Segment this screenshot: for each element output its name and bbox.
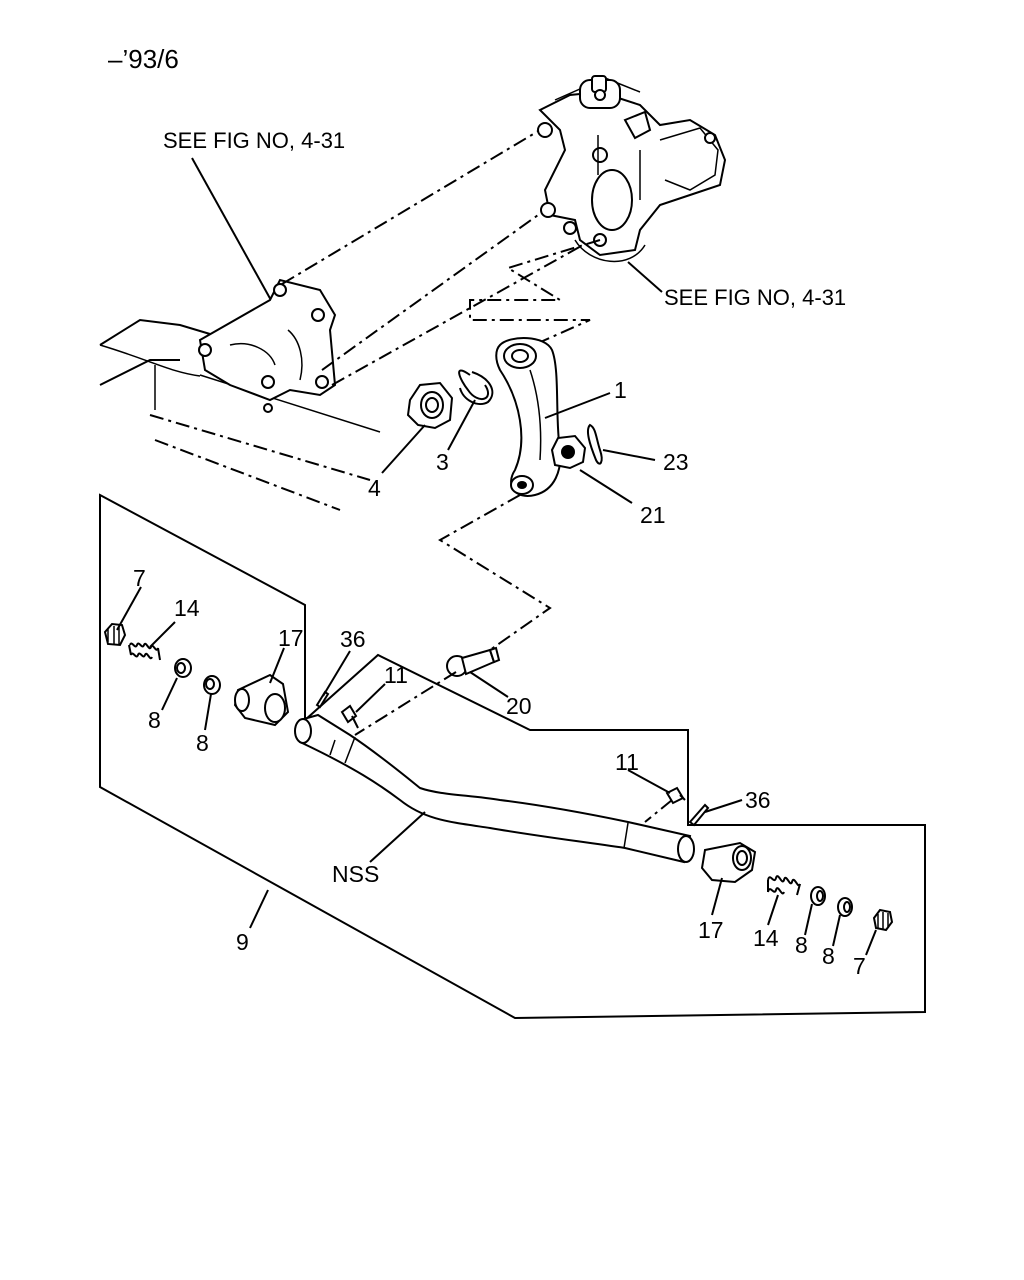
- left-cotter-36: [315, 690, 330, 709]
- right-socket-17: [700, 841, 757, 884]
- castle-nut: [550, 434, 587, 470]
- leader-7-right: [865, 929, 877, 956]
- left-socket-17: [233, 673, 290, 727]
- alignment-line-3: [331, 239, 593, 386]
- right-cotter-36: [688, 803, 710, 827]
- callout-20: 20: [506, 693, 532, 719]
- callout-11-left: 11: [384, 662, 408, 688]
- callout-21: 21: [640, 502, 666, 528]
- leader-8-right-b: [832, 914, 841, 947]
- left-clamp-bolt-11: [340, 704, 359, 729]
- leader-20: [469, 671, 509, 698]
- leader-8-left-a: [161, 677, 178, 711]
- leader-36-right: [704, 799, 743, 813]
- leader-8-right-a: [804, 903, 813, 936]
- right-bolt-alignment: [644, 799, 673, 823]
- leader-3: [447, 399, 476, 451]
- callout-14-right: 14: [753, 925, 779, 951]
- sector-shaft-alignment: [469, 239, 601, 361]
- leader-17-right: [711, 877, 723, 916]
- right-seat-8b: [837, 897, 853, 917]
- gear-bracket: [198, 278, 337, 413]
- callout-17-left: 17: [278, 625, 304, 651]
- callout-nss: NSS: [332, 861, 379, 887]
- left-plug-7: [103, 622, 127, 647]
- pitman-to-pin-alignment: [438, 494, 552, 651]
- pitman-arm: [495, 337, 562, 497]
- callout-23: 23: [663, 449, 689, 475]
- assembly-outline: [99, 493, 926, 1020]
- left-seat-8a: [174, 658, 192, 678]
- left-spring-14: [128, 642, 161, 661]
- see-fig-reference-upper: SEE FIG NO, 4-31: [163, 128, 345, 153]
- leader-36-left: [322, 650, 351, 697]
- callout-36-left: 36: [340, 626, 366, 652]
- callout-8-left-a: 8: [148, 707, 161, 733]
- leader-17-left: [269, 647, 285, 684]
- callout-9: 9: [236, 929, 249, 955]
- callout-3: 3: [436, 449, 449, 475]
- steering-gearbox: [537, 75, 727, 262]
- callout-8-left-b: 8: [196, 730, 209, 756]
- callout-1: 1: [614, 377, 627, 403]
- ball-pin-20: [446, 646, 501, 677]
- see-fig-reference-right: SEE FIG NO, 4-31: [664, 285, 846, 310]
- callout-17-right: 17: [698, 917, 724, 943]
- date-code: –’93/6: [108, 44, 179, 74]
- leader-nss: [369, 811, 426, 863]
- leader-14-right: [767, 894, 779, 926]
- snap-ring: [458, 369, 494, 406]
- leader-11-left: [355, 683, 386, 713]
- callout-8-right-a: 8: [795, 932, 808, 958]
- leader-7-left: [116, 586, 142, 631]
- reference-leader-right: [627, 261, 663, 293]
- leader-21: [579, 469, 633, 504]
- leader-23: [602, 449, 656, 461]
- callout-14-left: 14: [174, 595, 200, 621]
- alignment-line-1: [281, 129, 541, 285]
- leader-9: [249, 889, 269, 929]
- right-seat-8a: [810, 886, 826, 906]
- leader-14-left: [149, 621, 176, 648]
- leader-8-left-b: [204, 693, 212, 731]
- alignment-line-2: [321, 209, 546, 371]
- reference-leader-upper: [191, 157, 273, 303]
- drag-link-tube: [294, 713, 695, 864]
- callout-36-right: 36: [745, 787, 771, 813]
- callout-8-right-b: 8: [822, 943, 835, 969]
- right-plug-7: [872, 908, 894, 932]
- leader-4: [381, 424, 426, 474]
- right-spring-14: [767, 875, 801, 896]
- gear-nut: [406, 381, 454, 430]
- callout-7-right: 7: [853, 953, 866, 979]
- cotter-pin: [586, 423, 603, 465]
- frame-rail: [99, 318, 381, 511]
- left-seat-8b: [203, 675, 221, 695]
- leader-1: [544, 392, 611, 419]
- pin-to-tube-alignment: [354, 671, 457, 736]
- callout-4: 4: [368, 475, 381, 501]
- callout-11-right: 11: [615, 749, 639, 775]
- leader-11-right: [627, 769, 671, 794]
- callout-7-left: 7: [133, 565, 146, 591]
